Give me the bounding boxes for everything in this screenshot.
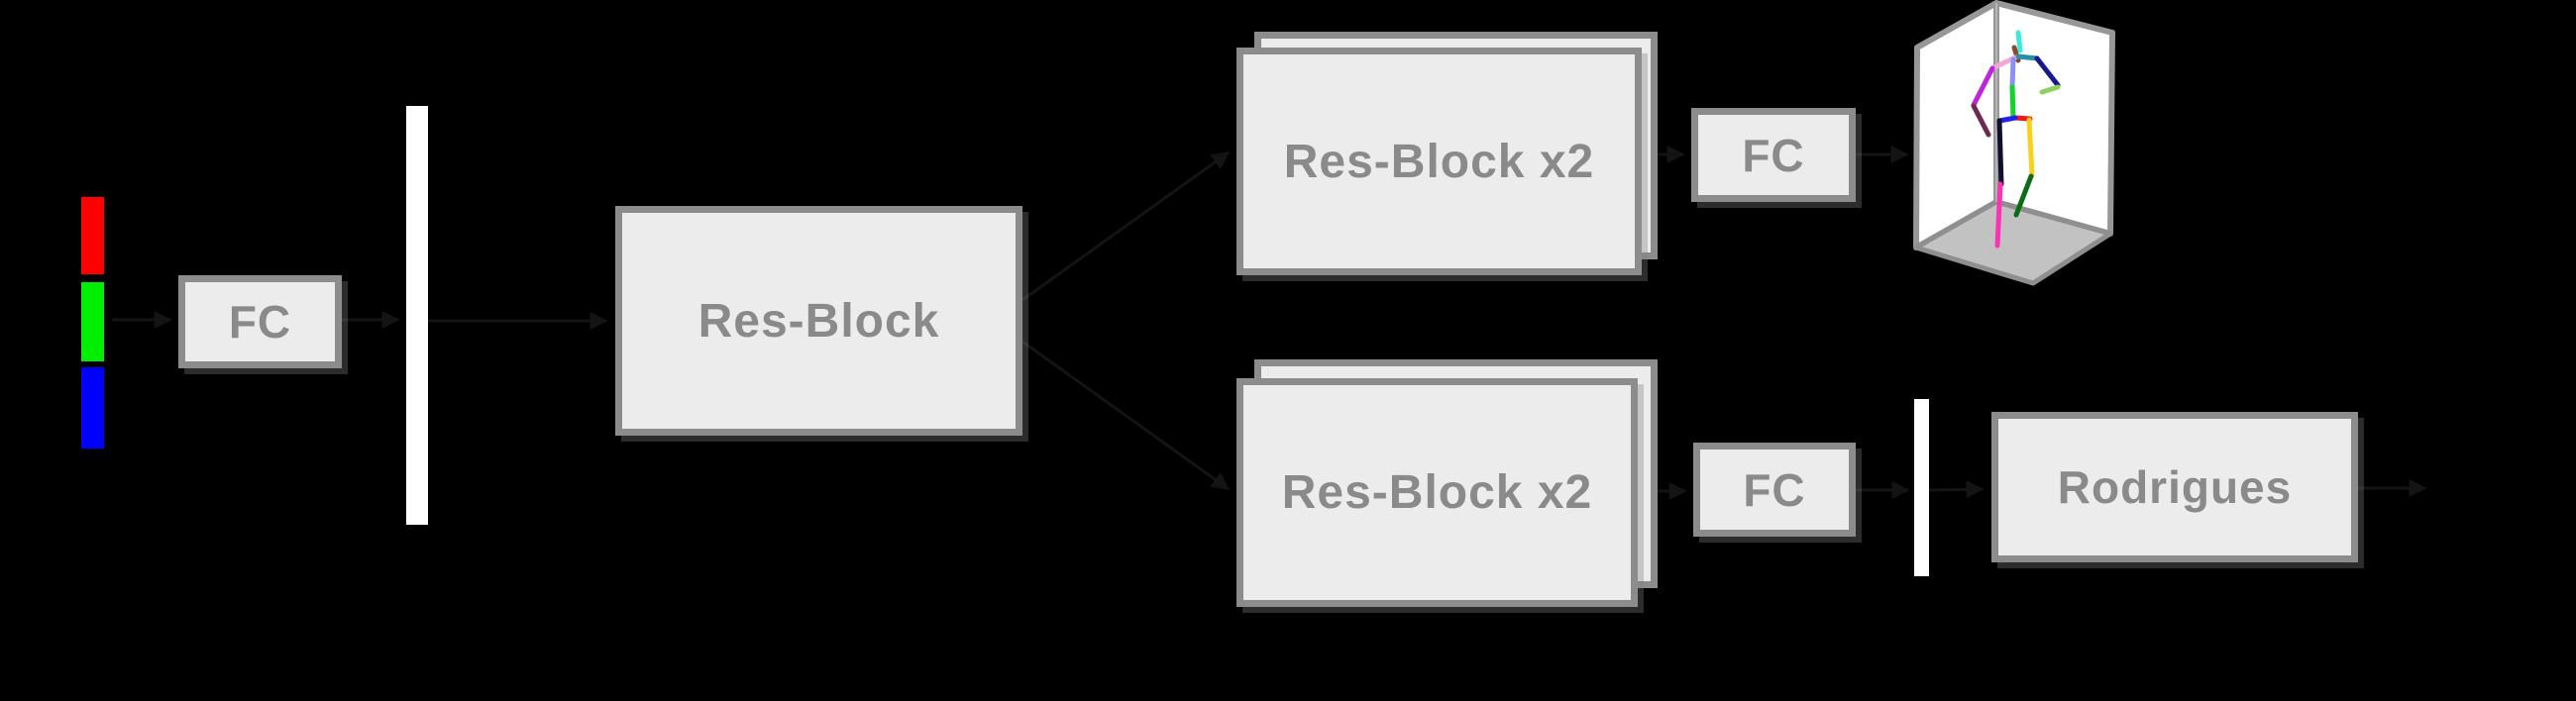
- res-block-x2-top-label: Res-Block x2: [1283, 135, 1595, 188]
- bone-upper-arm-left: [1971, 65, 1995, 108]
- res-block: Res-Block: [615, 206, 1022, 436]
- fc-layer-3-label: FC: [1743, 463, 1806, 516]
- res-block-x2-top: Res-Block x2: [1236, 48, 1642, 275]
- bone-clavicle-right: [2015, 53, 2040, 61]
- bone-spine-lower: [2009, 84, 2016, 120]
- rodrigues-label: Rodrigues: [2057, 461, 2293, 513]
- bone-thigh-left: [1996, 118, 2004, 187]
- fc-layer-2: FC: [1691, 108, 1856, 202]
- feature-vector-bar-1: [406, 106, 428, 525]
- pose-skeleton-group: [1971, 30, 2061, 249]
- rgb-input-blocks: [81, 0, 104, 701]
- feature-vector-bar-2: [1914, 399, 1929, 576]
- arrow-fork-top: [1021, 150, 1231, 302]
- green-channel-block: [81, 282, 104, 361]
- bone-head-top: [2015, 30, 2023, 53]
- bone-thigh-right: [2026, 117, 2035, 178]
- rodrigues-block: Rodrigues: [1991, 412, 2358, 562]
- arrow-bar2-to-rodrigues: [1928, 480, 1985, 499]
- bone-shin-right: [2013, 173, 2034, 218]
- fc-layer-1: FC: [178, 275, 342, 368]
- blue-channel-block: [81, 367, 104, 449]
- bone-shin-left: [1994, 181, 2003, 249]
- bone-hip-left: [1996, 115, 2018, 124]
- bone-upper-arm-right: [2034, 55, 2061, 88]
- bone-forearm-left: [1971, 103, 1991, 138]
- bone-forearm-right: [2039, 84, 2061, 95]
- res-block-label: Res-Block: [698, 294, 940, 348]
- pose-viewer-cube: [1913, 0, 2115, 286]
- cube-floor: [1913, 199, 2113, 286]
- fc-layer-2-label: FC: [1742, 129, 1805, 181]
- fc-layer-1-label: FC: [228, 296, 292, 348]
- bone-spine-upper: [2009, 56, 2016, 90]
- red-channel-block: [81, 197, 104, 274]
- fc-layer-3: FC: [1693, 443, 1856, 537]
- res-block-x2-bottom-label: Res-Block x2: [1281, 466, 1593, 519]
- arrow-fork-bottom: [1021, 340, 1231, 491]
- res-block-x2-bottom: Res-Block x2: [1236, 378, 1638, 607]
